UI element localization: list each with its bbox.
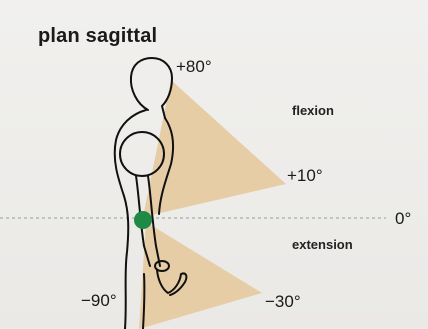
angle-label-minus30: −30°	[265, 293, 301, 310]
flexion-label: flexion	[292, 104, 334, 117]
angle-label-plus80: +80°	[176, 58, 212, 75]
angle-label-plus10: +10°	[287, 167, 323, 184]
diagram-title: plan sagittal	[38, 26, 157, 46]
flexion-sector	[143, 80, 286, 217]
pivot-joint	[134, 211, 152, 229]
extension-label: extension	[292, 238, 353, 251]
angle-label-minus90: −90°	[81, 292, 117, 309]
angle-label-zero: 0°	[395, 210, 411, 227]
